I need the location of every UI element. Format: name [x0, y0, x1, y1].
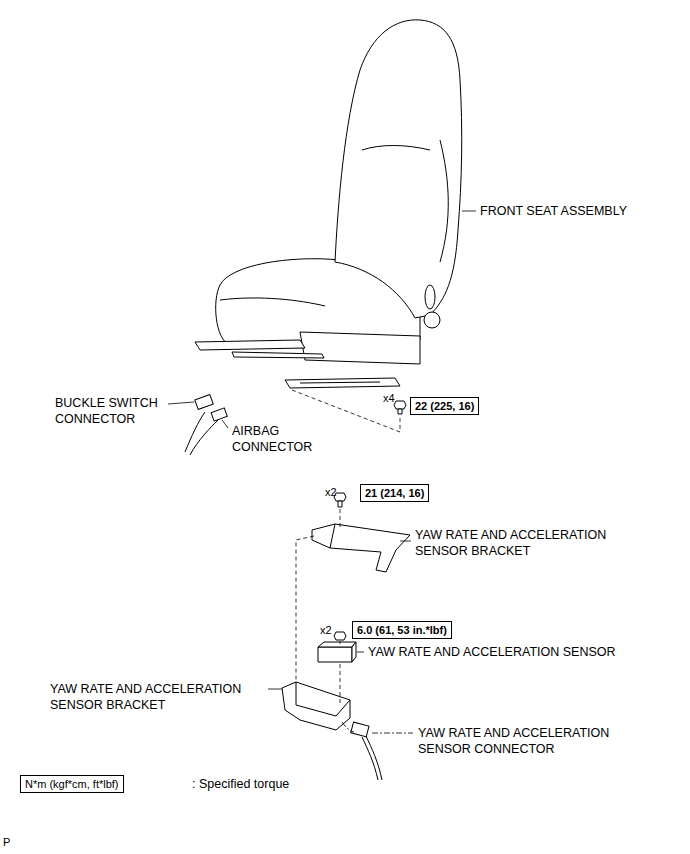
recliner-lever [425, 285, 435, 309]
sensor-bracket [282, 682, 350, 730]
leader-line [372, 733, 413, 734]
assembly-line [296, 536, 314, 683]
torque-unit-box: N*m (kgf*cm, ft*lbf) [20, 775, 124, 793]
recliner-knob [424, 312, 440, 328]
buckle-switch-connector [195, 395, 213, 410]
seat-rail [232, 352, 324, 358]
bolt [338, 501, 342, 507]
yaw-rate-sensor [318, 642, 356, 647]
yaw-rate-sensor [318, 647, 352, 662]
leader-line [357, 652, 364, 653]
quantity: x2 [320, 624, 332, 638]
nut [334, 632, 346, 640]
torque-spec: 6.0 (61, 53 in.*lbf) [352, 621, 452, 639]
yaw-rate-sensor [352, 642, 356, 662]
seat-rail-slot [300, 382, 380, 383]
wire [190, 420, 218, 455]
part-name: AIRBAG CONNECTOR [232, 424, 324, 455]
assembly-line [342, 722, 354, 732]
torque-value: N*m (kgf*cm, ft*lbf) [25, 777, 119, 791]
torque-spec: 21 (214, 16) [360, 484, 429, 502]
quantity: x2 [325, 486, 337, 500]
assembly-line [340, 664, 341, 703]
leader-line [168, 402, 194, 404]
leader-line [462, 211, 476, 212]
seat-rail [285, 378, 400, 388]
seat-front-line [220, 298, 325, 306]
part-name: YAW RATE AND ACCELERATION SENSOR BRACKET [415, 528, 633, 559]
seat-base-plate [300, 332, 420, 364]
part-name: BUCKLE SWITCH CONNECTOR [55, 396, 167, 427]
figure-code: P [3, 836, 10, 850]
assembly-line [292, 390, 400, 432]
sensor-bracket-edge [296, 682, 350, 716]
seat-backrest [335, 20, 462, 318]
wire [366, 736, 382, 780]
seat-bolster [362, 146, 430, 151]
torque-value: 21 (214, 16) [365, 486, 424, 500]
assembly-line [340, 641, 341, 644]
sensor-bracket-edge [330, 524, 335, 548]
part-name: FRONT SEAT ASSEMBLY [480, 204, 627, 220]
bolt [398, 409, 402, 414]
leader-line [400, 541, 411, 542]
torque-spec: 22 (225, 16) [410, 397, 479, 415]
airbag-connector [211, 408, 227, 421]
torque-value: 6.0 (61, 53 in.*lbf) [357, 623, 447, 637]
seat-rail [195, 340, 305, 350]
quantity: x4 [383, 392, 395, 406]
sensor-bracket [312, 524, 410, 572]
seat-bolster [440, 140, 448, 262]
bolt [394, 401, 406, 409]
leader-line [268, 689, 282, 690]
torque-value: 22 (225, 16) [415, 399, 474, 413]
part-name: YAW RATE AND ACCELERATION SENSOR BRACKET [50, 682, 266, 713]
part-name: YAW RATE AND ACCELERATION SENSOR [368, 645, 616, 661]
legend-text: : Specified torque [192, 777, 289, 793]
sensor-connector [351, 722, 369, 737]
part-name: YAW RATE AND ACCELERATION SENSOR CONNECT… [418, 726, 636, 757]
assembly-line [340, 509, 341, 528]
leader-line [222, 420, 228, 428]
